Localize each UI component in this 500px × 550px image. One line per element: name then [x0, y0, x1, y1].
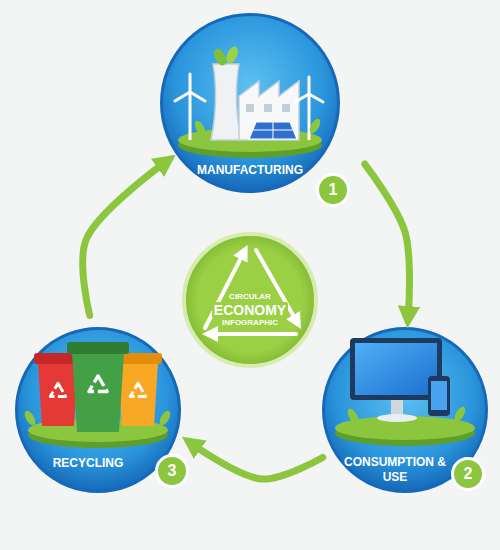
- text-wrap: MANUFACTURING: [185, 163, 315, 178]
- text-wrap: CIRCULARECONOMYINFOGRAPHIC: [212, 292, 288, 328]
- step-badge-outline: [157, 456, 188, 487]
- stage-label: MANUFACTURING: [185, 163, 315, 178]
- step-badge: 2: [451, 457, 485, 491]
- stage-circle-outline: [17, 329, 180, 492]
- stage-circle: MANUFACTURING: [160, 13, 340, 193]
- callout-number: 3: [168, 462, 177, 480]
- center-circle-outline: [184, 234, 316, 366]
- cycle-arrow: [83, 163, 165, 316]
- stage-label: CONSUMPTION & USE: [336, 455, 454, 485]
- step-badge-outline: [318, 175, 349, 206]
- text-wrap: 2: [464, 465, 473, 483]
- text-wrap: RECYCLING: [33, 456, 143, 471]
- cycle-arrow: [193, 445, 323, 480]
- callout-number: 2: [464, 465, 473, 483]
- cycle-arrow: [365, 164, 410, 315]
- step-badge: 1: [316, 173, 350, 207]
- center-title: ECONOMY: [212, 302, 288, 318]
- step-badge: 3: [155, 454, 189, 488]
- text-wrap: 3: [168, 462, 177, 480]
- text-wrap: 1: [329, 181, 338, 199]
- center-title: CIRCULAR: [227, 292, 273, 302]
- callout-number: 1: [329, 181, 338, 199]
- text-wrap: CONSUMPTION & USE: [336, 455, 454, 485]
- center-circle: CIRCULARECONOMYINFOGRAPHIC: [182, 232, 318, 368]
- stage-circle-outline: [162, 15, 339, 192]
- step-badge-outline: [453, 459, 484, 490]
- stage-label: RECYCLING: [33, 456, 143, 471]
- center-title: INFOGRAPHIC: [220, 318, 280, 328]
- stage-circle-outline: [324, 329, 487, 492]
